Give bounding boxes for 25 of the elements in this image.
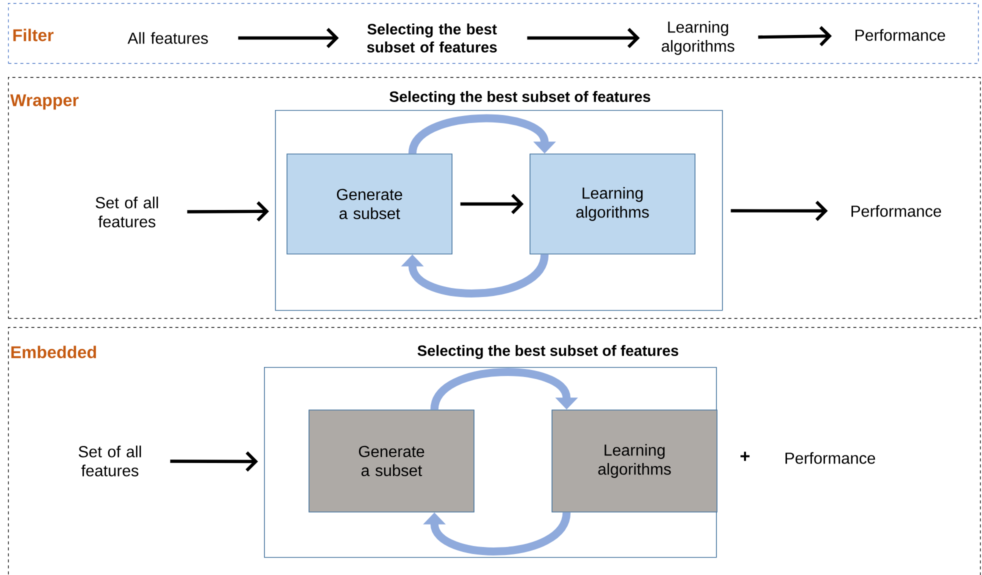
flow-text: All features [128, 32, 208, 44]
arrow [460, 194, 524, 214]
flow-text: Selecting the best subset of features [367, 24, 497, 52]
flow-text: Performance [786, 452, 876, 464]
flow-text: Set of all features [96, 196, 158, 228]
process-box: Learning algorithms [552, 410, 718, 512]
flow-text: Performance [856, 29, 946, 41]
box-heading: Selecting the best subset of features [390, 90, 650, 106]
box-heading: Selecting the best subset of features [418, 344, 678, 360]
arrow [187, 201, 270, 222]
panel-heading: Filter [13, 28, 54, 42]
flow-text: Set of all features [78, 446, 141, 476]
process-box: Generate a subset [308, 410, 474, 512]
process-box: Learning algorithms [530, 154, 696, 254]
panel-heading: Wrapper [10, 94, 79, 110]
plus-sign: + [740, 452, 750, 461]
arrow [238, 28, 339, 48]
arrow [170, 451, 258, 472]
arrow [758, 26, 832, 46]
arrow [730, 200, 828, 221]
flow-text: Learning algorithms [662, 21, 734, 55]
arrow [527, 28, 640, 48]
flow-text: Performance [852, 205, 942, 217]
process-box: Generate a subset [286, 154, 452, 254]
panel-heading: Embedded [11, 346, 96, 358]
